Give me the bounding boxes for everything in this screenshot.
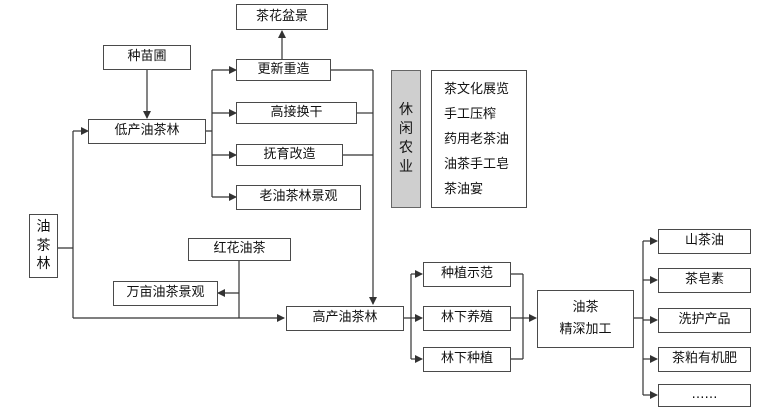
edge-dichan-fanout [206,70,213,197]
edge-jingshen-fanout [634,241,644,395]
edge-merge [511,273,524,360]
node-linxia-yang-label: 林下养殖 [440,310,493,326]
node-xiuxian-char: 休 [399,102,413,119]
xiuxian-item: 药用老茶油 [444,131,510,147]
xiuxian-item: 茶油宴 [444,181,484,197]
node-more: …… [658,384,751,407]
node-youchalin-char: 油 [36,218,51,235]
node-jingshen-line: 精深加工 [559,322,612,337]
node-gaojie: 高接换干 [236,102,357,124]
node-chapo-label: 茶粕有机肥 [671,351,737,367]
node-wanmu-label: 万亩油茶景观 [126,285,205,301]
node-linxia-zhong-label: 林下种植 [440,351,493,367]
node-zhongzhi: 种植示范 [423,262,511,287]
node-gaojie-label: 高接换干 [270,104,323,120]
node-xiuxian-char: 农 [399,140,413,156]
node-chapo: 茶粕有机肥 [658,347,751,372]
node-fuyu: 抚育改造 [236,144,343,166]
node-zhongmiao: 种苗圃 [103,45,191,70]
node-xiuxian-items: 茶文化展览 手工压榨 药用老茶油 油茶手工皂 茶油宴 [431,70,527,208]
xiuxian-item: 油茶手工皂 [444,156,510,172]
node-gaochan: 高产油茶林 [286,306,404,331]
node-more-label: …… [691,387,718,403]
node-laoyoucha: 老油茶林景观 [236,185,361,210]
node-chahua-label: 茶花盆景 [255,8,308,24]
node-xiuxian-char: 闲 [399,121,413,138]
node-chazao: 茶皂素 [658,268,751,293]
node-linxia-yang: 林下养殖 [423,306,511,331]
node-gaochan-label: 高产油茶林 [312,310,378,326]
xiuxian-item: 手工压榨 [444,106,497,122]
node-xihu-label: 洗护产品 [678,312,731,328]
node-shancha: 山茶油 [658,229,751,254]
node-jingshen-line: 油茶 [572,299,599,315]
xiuxian-item: 茶文化展览 [444,81,510,97]
node-wanmu: 万亩油茶景观 [113,281,218,306]
node-chahua: 茶花盆景 [236,4,328,30]
node-gengxin-label: 更新重造 [257,61,310,77]
edge-gaochan-fanout [404,274,412,359]
node-youchalin-char: 茶 [36,237,51,254]
node-jingshen: 油茶 精深加工 [537,290,634,348]
node-dichan-label: 低产油茶林 [114,123,180,139]
node-honghua-label: 红花油茶 [213,241,266,257]
node-linxia-zhong: 林下种植 [423,347,511,372]
node-zhongmiao-label: 种苗圃 [127,49,167,65]
node-zhongzhi-label: 种植示范 [440,266,493,282]
node-laoyoucha-label: 老油茶林景观 [259,189,338,205]
node-youchalin: 油 茶 林 [29,214,58,278]
node-fuyu-label: 抚育改造 [263,146,316,162]
node-gengxin: 更新重造 [236,59,331,81]
node-xihu: 洗护产品 [658,308,751,333]
node-honghua: 红花油茶 [188,238,291,261]
node-xiuxian-char: 业 [399,158,413,175]
node-dichan: 低产油茶林 [88,119,206,144]
node-chazao-label: 茶皂素 [684,272,724,288]
node-youchalin-char: 林 [36,256,51,273]
edge-youchalin-trunk [57,131,74,318]
node-xiuxian: 休 闲 农 业 [391,70,421,208]
node-shancha-label: 山茶油 [684,233,724,249]
